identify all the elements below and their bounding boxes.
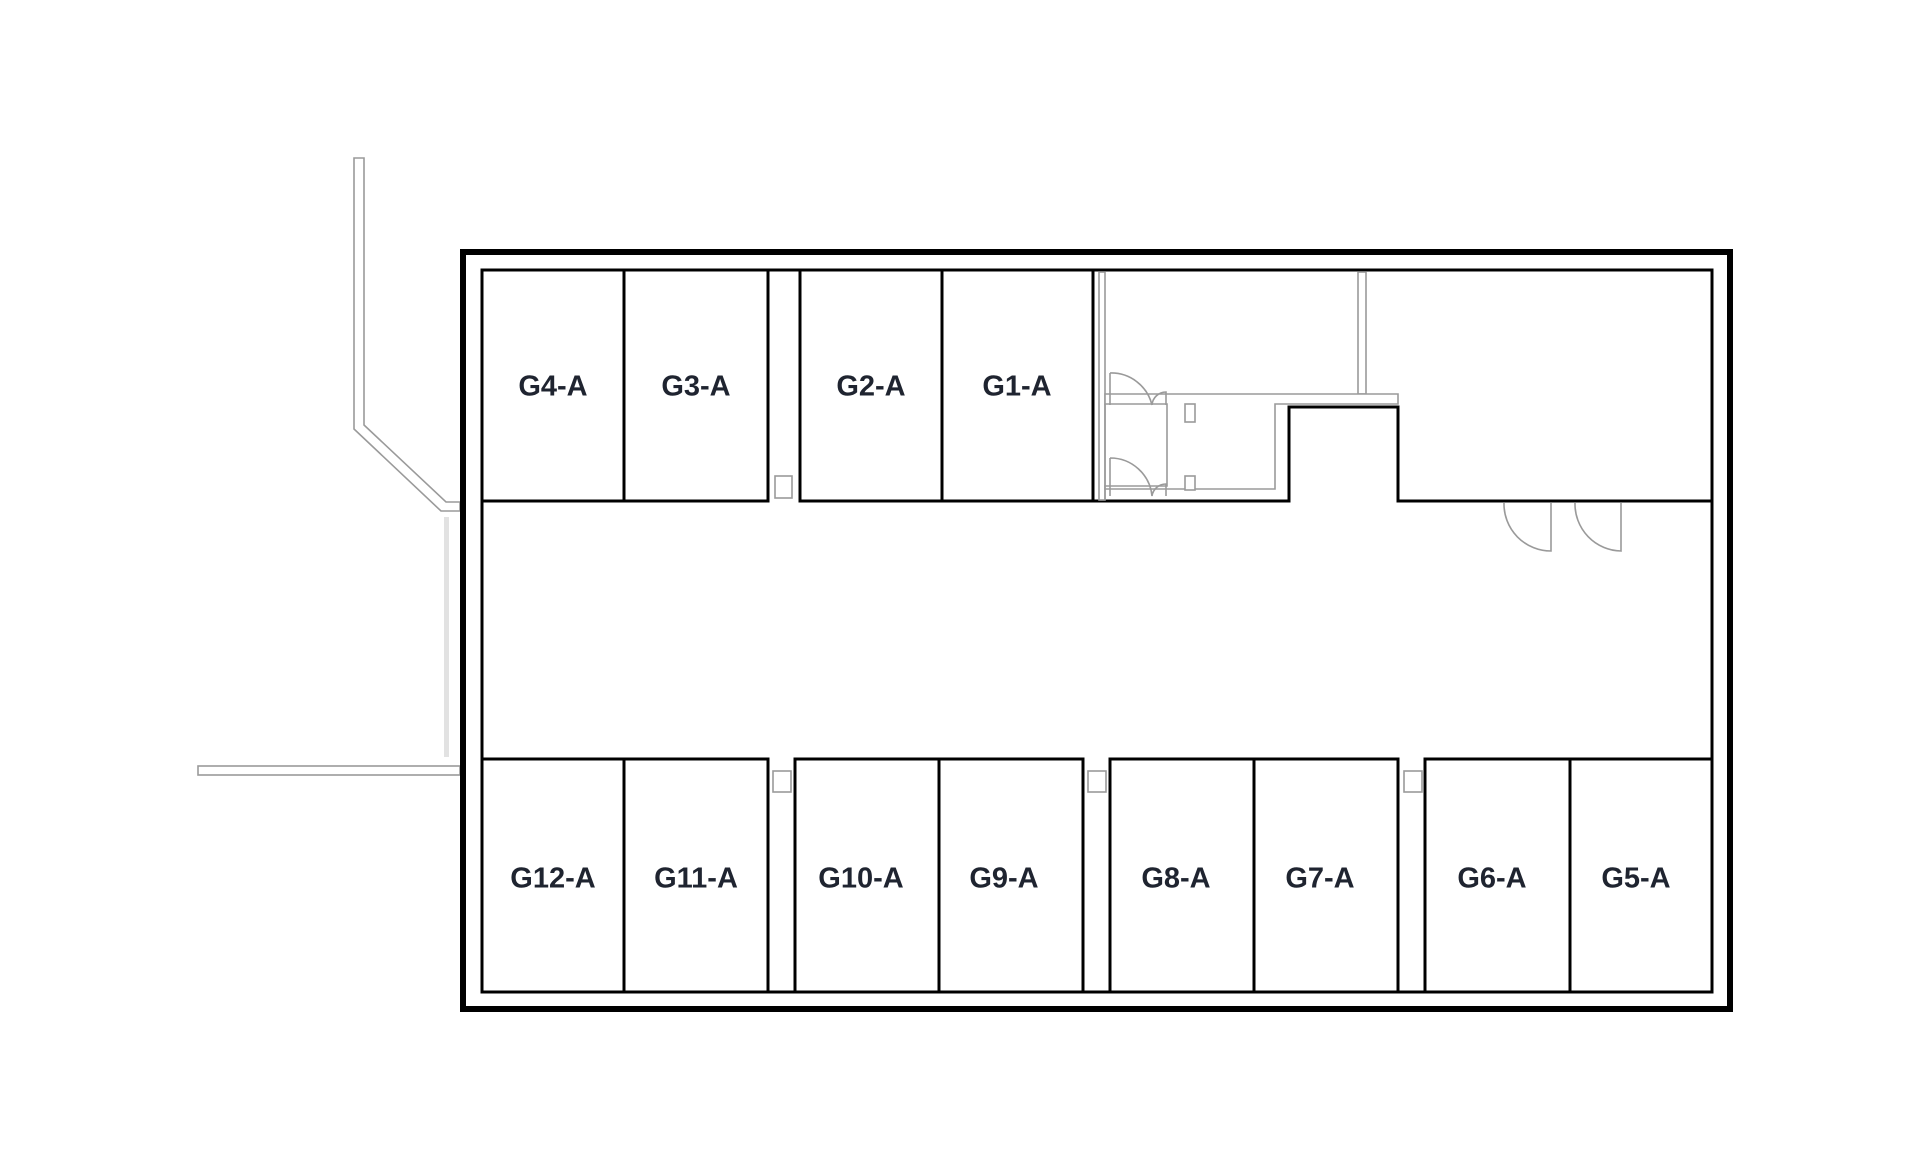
unit-label: G10-A [818, 863, 903, 895]
unit-label: G6-A [1457, 863, 1526, 895]
door-swing [1109, 372, 1167, 406]
unit-g3-a [622, 268, 770, 503]
unit-label: G8-A [1141, 863, 1210, 895]
unit-label: G9-A [969, 863, 1038, 895]
exterior-wall-left [197, 157, 461, 776]
unit-g1-a [940, 268, 1095, 503]
unit-label: G2-A [836, 371, 905, 403]
unit-label: G7-A [1285, 863, 1354, 895]
unit-label: G3-A [661, 371, 730, 403]
door-swing [1109, 457, 1167, 497]
column [1087, 770, 1107, 793]
unit-label: G11-A [654, 863, 738, 895]
door-swing [1574, 502, 1622, 552]
unit-label: G1-A [982, 371, 1051, 403]
exterior-wall-light [444, 517, 449, 757]
column [772, 770, 792, 793]
bottom-units: G12-A G11-A G10-A G9-A G8-A G7-A G6-A G5… [480, 757, 1714, 994]
unit-label: G12-A [510, 863, 595, 895]
top-units: G4-A G3-A G2-A G1-A [480, 268, 1095, 503]
unit-label: G4-A [518, 371, 587, 403]
unit-label: G5-A [1601, 863, 1670, 895]
column [1403, 770, 1423, 793]
door-swing [1503, 502, 1552, 552]
unit-g2-a [798, 268, 944, 503]
service-room-walls [1098, 271, 1622, 552]
column [774, 475, 793, 499]
columns [772, 475, 1423, 793]
